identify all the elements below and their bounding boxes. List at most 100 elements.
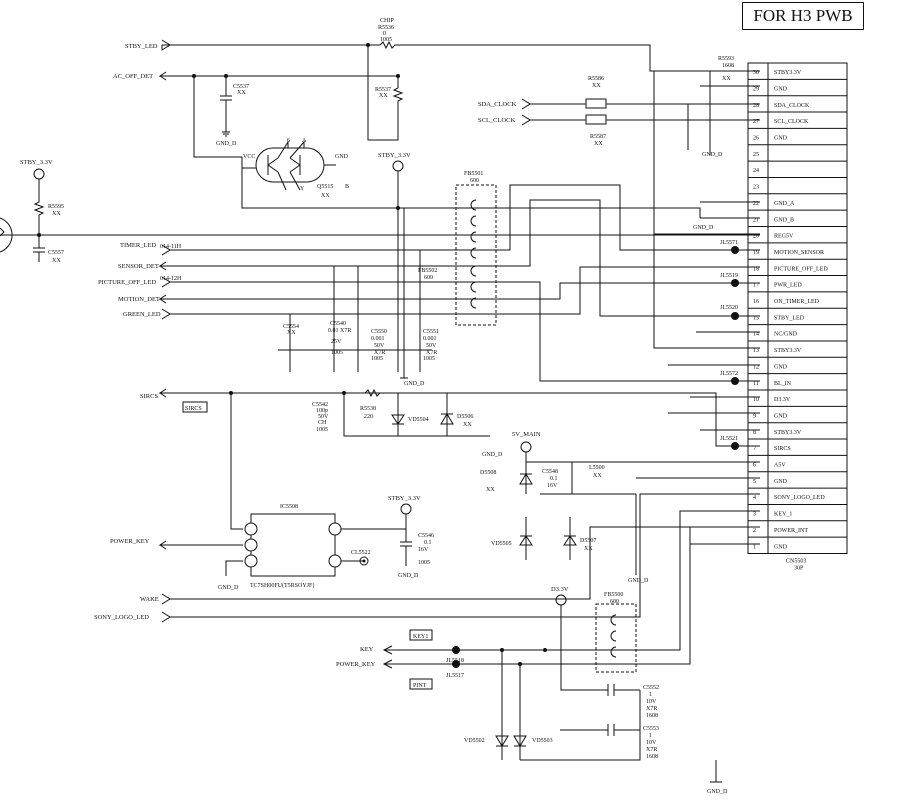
svg-text:FB5501: FB5501	[464, 171, 483, 177]
svg-text:50V: 50V	[318, 414, 329, 420]
connector-pin-name: NC/GND	[774, 332, 798, 338]
svg-text:X7R: X7R	[646, 747, 657, 753]
svg-text:0.01 X7R: 0.01 X7R	[328, 328, 351, 334]
svg-text:IC5508: IC5508	[280, 504, 298, 510]
svg-text:C5540: C5540	[330, 321, 346, 327]
svg-text:XX: XX	[463, 422, 472, 428]
svg-text:C5542: C5542	[312, 402, 328, 408]
connector-pin-number: 14	[753, 332, 759, 338]
picture-off: PICTURE_OFF_LED	[98, 279, 156, 286]
gnd-d-8: GND_D	[707, 789, 728, 795]
connector-pin-number: 2	[753, 528, 756, 534]
svg-text:10V: 10V	[646, 699, 657, 705]
svg-text:VD5505: VD5505	[491, 541, 512, 547]
timer-led: TIMER_LED	[120, 242, 156, 249]
svg-text:1608: 1608	[646, 713, 658, 719]
svg-text:1608: 1608	[646, 754, 658, 760]
svg-text:TC7SH00FU(T5RSOYJF): TC7SH00FU(T5RSOYJF)	[250, 582, 314, 589]
connector-pin-number: 18	[753, 266, 759, 272]
q5515: 6 VCC A GND Y B Q5515 XX	[241, 138, 398, 209]
svg-text:KEY1: KEY1	[413, 634, 428, 640]
connector-pin-name: GND	[774, 413, 788, 419]
connector-pin-number: 20	[753, 234, 759, 240]
connector-pin-number: 26	[753, 136, 759, 142]
connector-pin-number: 25	[753, 152, 759, 158]
svg-text:1: 1	[649, 692, 652, 698]
r5536-l2: R5536	[378, 25, 394, 31]
svg-text:FB5500: FB5500	[604, 592, 623, 598]
power-key-label: POWER_KEY	[110, 538, 150, 545]
connector-ref: CN5503	[786, 559, 806, 565]
connector-pin-name: PICTURE_OFF_LED	[774, 266, 828, 272]
gnd-d-3: GND_D	[702, 152, 723, 158]
svg-text:JL5520: JL5520	[720, 305, 738, 311]
i2c-lines: SDA_CLOCK SCL_CLOCK R5586 XX R5587 XX GN…	[478, 56, 760, 158]
svg-text:C5557: C5557	[48, 250, 64, 256]
svg-text:X7R: X7R	[426, 350, 437, 356]
svg-text:XX: XX	[52, 211, 61, 217]
connector-pin-number: 8	[753, 430, 756, 436]
connector-pin-name: STBY3.3V	[774, 348, 802, 354]
connector-pin-number: 24	[753, 168, 759, 174]
gnd-d-2: GND_D	[404, 381, 425, 387]
svg-text:1005: 1005	[371, 356, 383, 362]
svg-text:XX: XX	[592, 83, 601, 89]
svg-text:R5593: R5593	[718, 56, 734, 62]
title-box: FOR H3 PWB	[742, 2, 864, 30]
r5536-l4: 1005	[380, 37, 392, 43]
connector-pin-name: SCL_CLOCK	[774, 119, 809, 125]
r5536-l3: 0	[383, 31, 386, 37]
svg-text:1005: 1005	[316, 427, 328, 433]
connector-pin-name: PWR_LED	[774, 283, 802, 289]
svg-text:L5500: L5500	[589, 465, 605, 471]
svg-text:C5550: C5550	[371, 329, 387, 335]
d33-label: D3.3V	[551, 586, 569, 593]
connector-pin-name: GND	[774, 86, 788, 92]
connector-pin-number: 9	[753, 413, 756, 419]
svg-text:220: 220	[364, 414, 373, 420]
connector-pin-name: A5V	[774, 463, 786, 469]
key-section: KEY1 KEY POWER_KEY PINT VD5502 VD5503 GN…	[336, 510, 760, 795]
svg-text:JL5572: JL5572	[720, 371, 738, 377]
svg-text:6: 6	[287, 138, 290, 144]
motion-det: MOTION_DET	[118, 296, 160, 303]
v5main-label: 5V_MAIN	[512, 431, 541, 438]
svg-text:C5546: C5546	[418, 533, 434, 539]
svg-text:VD5504: VD5504	[408, 417, 429, 423]
connector-type: 30P	[794, 566, 804, 572]
connector-pin-number: 27	[753, 119, 759, 125]
left-signals: STBY_LED CHIP R5536 0 1005 AC_OFF_DET C5…	[0, 18, 760, 320]
connector-pin-number: 17	[753, 283, 759, 289]
title-text: FOR H3 PWB	[753, 6, 853, 25]
vd5505-d5507: VD5505 D5507 XX	[491, 517, 596, 560]
stby33-mid: STBY_3.3V	[378, 152, 411, 159]
svg-text:CL5522: CL5522	[351, 550, 371, 556]
sda-label: SDA_CLOCK	[478, 101, 517, 108]
svg-text:Y: Y	[300, 186, 305, 192]
connector-pin-name: SIRCS	[774, 446, 791, 452]
connector-pin-number: 12	[753, 364, 759, 370]
connector-pin-name: STBY3.3V	[774, 70, 802, 76]
svg-text:B: B	[345, 184, 349, 190]
sensor-det: SENSOR_DET	[118, 263, 159, 270]
svg-text:1005: 1005	[423, 356, 435, 362]
svg-text:600: 600	[610, 599, 619, 605]
green-led: GREEN_LED	[123, 311, 161, 318]
svg-text:D5506: D5506	[457, 414, 473, 420]
key-label: KEY	[360, 646, 374, 653]
connector-pin-name: MOTION_SENSOR	[774, 250, 824, 256]
svg-text:XX: XX	[584, 546, 593, 552]
connector-pin-number: 29	[753, 86, 759, 92]
connector-pin-name: GND_B	[774, 217, 794, 223]
jl-markers: JL5571 JL5519 JL5520 JL5572 JL5521 JL551…	[446, 240, 739, 679]
q5515-label: Q5515	[317, 184, 333, 190]
connector-pin-number: 28	[753, 103, 759, 109]
svg-text:25V: 25V	[331, 339, 342, 345]
ic5508: IC5508 TC7SH00FU(T5RSOYJF) GND_D CL5522 …	[94, 493, 760, 623]
svg-text:C5554: C5554	[283, 324, 299, 330]
connector-pin-name: GND	[774, 364, 788, 370]
sircs-label: SIRCS	[140, 393, 158, 400]
svg-text:XX: XX	[594, 141, 603, 147]
net-label-ac-off-det: AC_OFF_DET	[113, 73, 153, 80]
